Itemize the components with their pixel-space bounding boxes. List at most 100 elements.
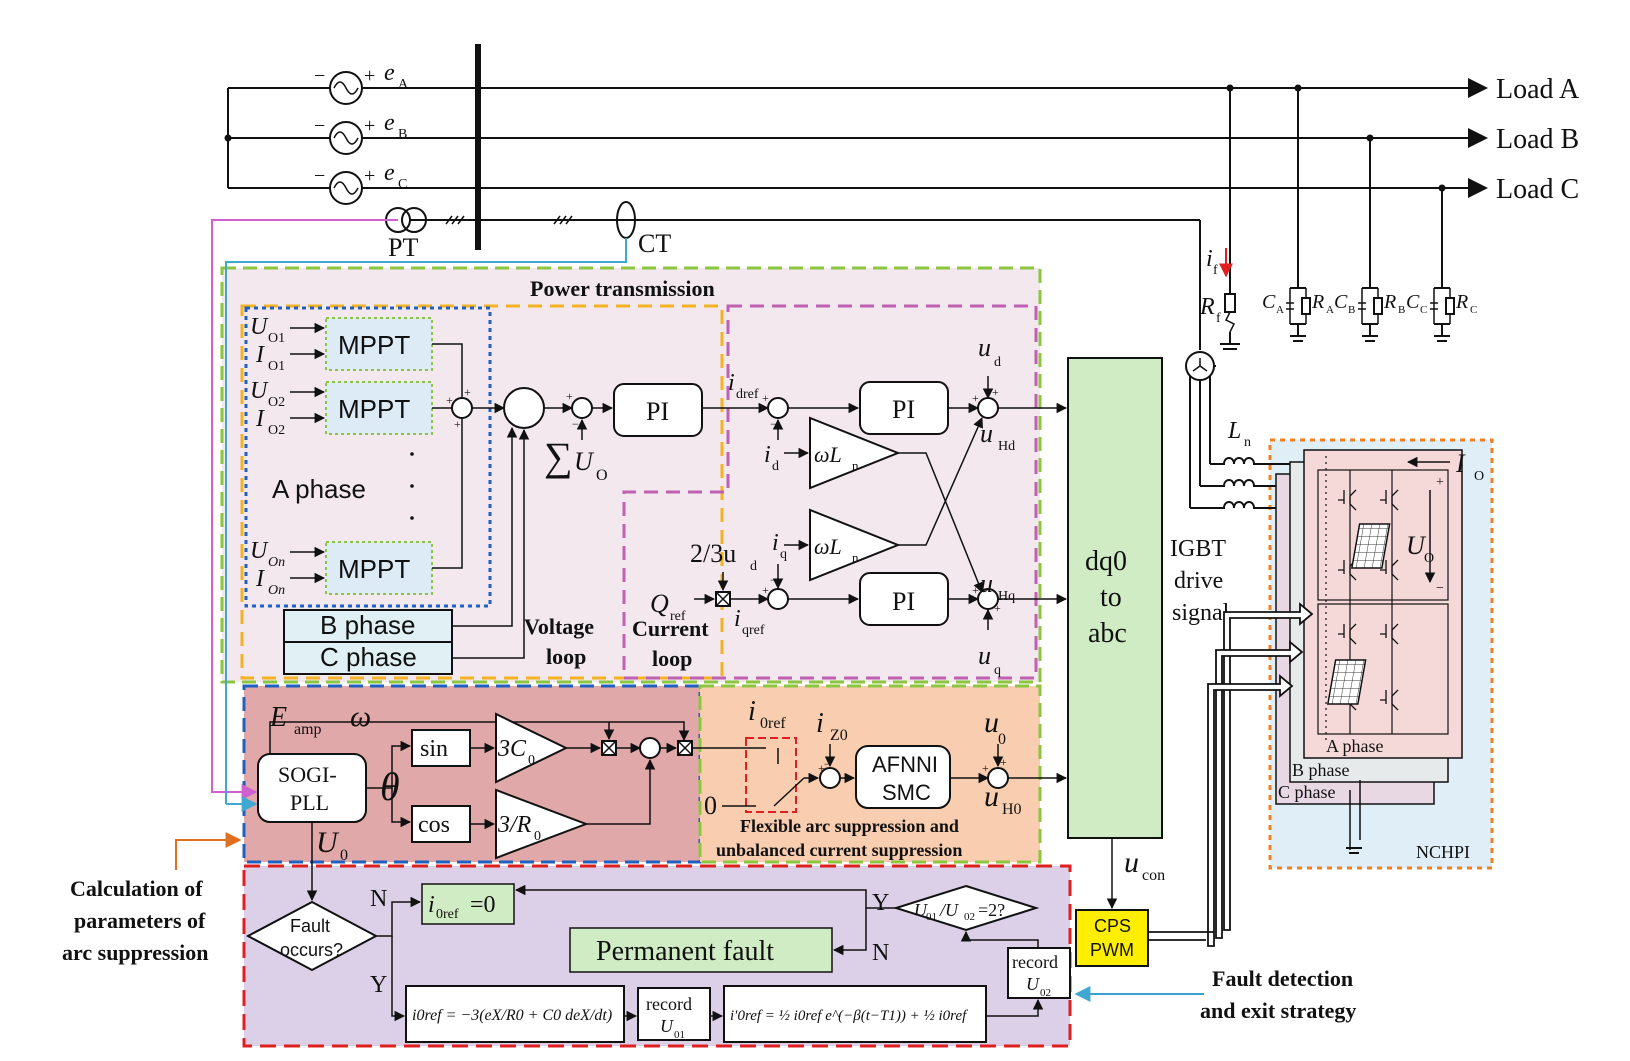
arc-wires: sin cos 3C 0 3/R 0 xyxy=(269,712,766,860)
svg-text:Hq: Hq xyxy=(998,589,1015,604)
svg-text:i: i xyxy=(816,708,824,739)
a-phase-label: A phase xyxy=(272,474,366,504)
svg-text:u: u xyxy=(980,569,993,598)
svg-text:01: 01 xyxy=(674,1029,685,1041)
svg-text:u: u xyxy=(978,333,991,362)
svg-text:IGBT: IGBT xyxy=(1170,536,1226,562)
u0-label: U xyxy=(316,826,340,859)
svg-text:d: d xyxy=(750,559,757,574)
svg-text:H0: H0 xyxy=(1002,801,1022,818)
svg-text:n: n xyxy=(852,550,859,565)
svg-text:Calculation of: Calculation of xyxy=(70,876,203,901)
source-a: − + e A xyxy=(314,60,409,105)
svg-text:O1: O1 xyxy=(268,359,285,374)
cross-coupling: ωL n ωL n xyxy=(784,416,984,593)
fault-branch: i f R f xyxy=(1199,84,1240,350)
svg-text:e: e xyxy=(384,60,395,86)
svg-text:A: A xyxy=(398,77,409,92)
svg-text:C: C xyxy=(1334,291,1348,313)
svg-text:+: + xyxy=(1436,475,1444,490)
svg-text:dref: dref xyxy=(736,387,759,402)
svg-text:−: − xyxy=(770,573,777,587)
svg-text:N: N xyxy=(872,940,889,966)
sogi-pll-block: SOGI- PLL xyxy=(257,753,367,823)
svg-text:U: U xyxy=(914,900,928,920)
svg-text:e: e xyxy=(384,110,395,136)
svg-text:U: U xyxy=(1026,974,1040,994)
svg-text:con: con xyxy=(1142,867,1165,884)
svg-text:qref: qref xyxy=(742,623,765,638)
svg-text:SOGI-: SOGI- xyxy=(278,762,337,787)
load-c-label: Load C xyxy=(1496,174,1579,205)
svg-text:=2?: =2? xyxy=(978,900,1005,920)
calculation-label: Calculation of parameters of arc suppres… xyxy=(62,832,242,965)
svg-text:C: C xyxy=(1420,304,1427,316)
svg-text:u: u xyxy=(978,641,991,670)
arc-switch-and-smc: i 0ref 0 +− i Z0 AFNNI SMC ++ u 0 u H0 xyxy=(704,696,1068,820)
svg-text:C phase: C phase xyxy=(320,642,417,672)
svg-text:U: U xyxy=(250,314,269,340)
svg-text:Y: Y xyxy=(370,972,387,998)
svg-text:n: n xyxy=(1244,435,1251,450)
a-phase-region xyxy=(244,306,492,608)
svg-text:I: I xyxy=(1455,449,1466,478)
svg-text:I: I xyxy=(255,566,265,592)
svg-text:q: q xyxy=(780,547,787,562)
svg-text:U: U xyxy=(574,447,595,476)
svg-text:N: N xyxy=(370,886,387,912)
rc-load-c: C C R C xyxy=(1406,184,1477,342)
svg-text:loop: loop xyxy=(652,646,692,671)
fault-flowchart: Fault occurs? N Y i 0ref =0 Permanent fa… xyxy=(245,822,1071,1043)
svg-text:+: + xyxy=(994,601,1001,615)
svg-text:loop: loop xyxy=(546,644,586,669)
svg-text:f: f xyxy=(1216,311,1221,326)
svg-text:u: u xyxy=(984,780,999,813)
svg-text:drive: drive xyxy=(1174,568,1223,594)
svg-text:+: + xyxy=(992,385,999,399)
svg-text:/U: /U xyxy=(939,900,959,920)
theta-label: θ xyxy=(380,764,400,809)
svg-text:Q: Q xyxy=(650,589,669,618)
svg-text:+: + xyxy=(364,115,375,137)
nchpi-ground xyxy=(1346,780,1362,854)
svg-text:0: 0 xyxy=(340,847,348,864)
svg-text:PI: PI xyxy=(892,587,915,616)
svg-text:Z0: Z0 xyxy=(830,727,848,744)
svg-text:01: 01 xyxy=(926,911,937,923)
arc-caption-line2: unbalanced current suppression xyxy=(716,840,962,860)
svg-text:R: R xyxy=(1455,291,1468,313)
svg-text:f: f xyxy=(1213,263,1218,278)
pt-feedback-wire xyxy=(211,219,398,800)
svg-text:ωL: ωL xyxy=(814,442,842,467)
svg-text:parameters of: parameters of xyxy=(74,908,206,933)
svg-text:On: On xyxy=(268,583,285,598)
svg-text:0ref: 0ref xyxy=(436,907,459,922)
svg-text:abc: abc xyxy=(1088,618,1127,649)
svg-text:MPPT: MPPT xyxy=(338,554,410,584)
svg-text:MPPT: MPPT xyxy=(338,330,410,360)
dq0-to-abc-block: dq0 to abc xyxy=(1067,357,1163,839)
svg-text:+: + xyxy=(464,385,471,399)
svg-text:R: R xyxy=(1311,291,1324,313)
cps-pwm-block: CPS PWM u con xyxy=(1075,838,1165,967)
svg-text:A: A xyxy=(1276,304,1284,316)
svg-text:n: n xyxy=(852,458,859,473)
mppt-block-2: MPPT U O2 I O2 xyxy=(250,378,433,438)
voltage-loop-label: Voltage xyxy=(524,614,594,639)
svg-text:SMC: SMC xyxy=(882,780,931,805)
svg-text:+: + xyxy=(454,417,461,431)
svg-text:O1: O1 xyxy=(268,331,285,346)
svg-text:L: L xyxy=(1227,418,1241,444)
svg-text:−: − xyxy=(572,417,579,431)
svg-text:O2: O2 xyxy=(268,395,285,410)
d-axis-chain: +− i d PI ++ u d u Hd xyxy=(762,333,1068,474)
svg-text:C: C xyxy=(398,177,407,192)
svg-text:B phase: B phase xyxy=(320,610,415,640)
svg-text:02: 02 xyxy=(964,911,975,923)
load-b-label: Load B xyxy=(1496,124,1579,155)
svg-text:A: A xyxy=(1326,304,1334,316)
mppt-sum-junction: ++ + +− ∑ U O xyxy=(432,343,614,659)
svg-text:I: I xyxy=(255,406,265,432)
svg-text:+: + xyxy=(982,761,989,775)
svg-text:CT: CT xyxy=(638,229,671,258)
